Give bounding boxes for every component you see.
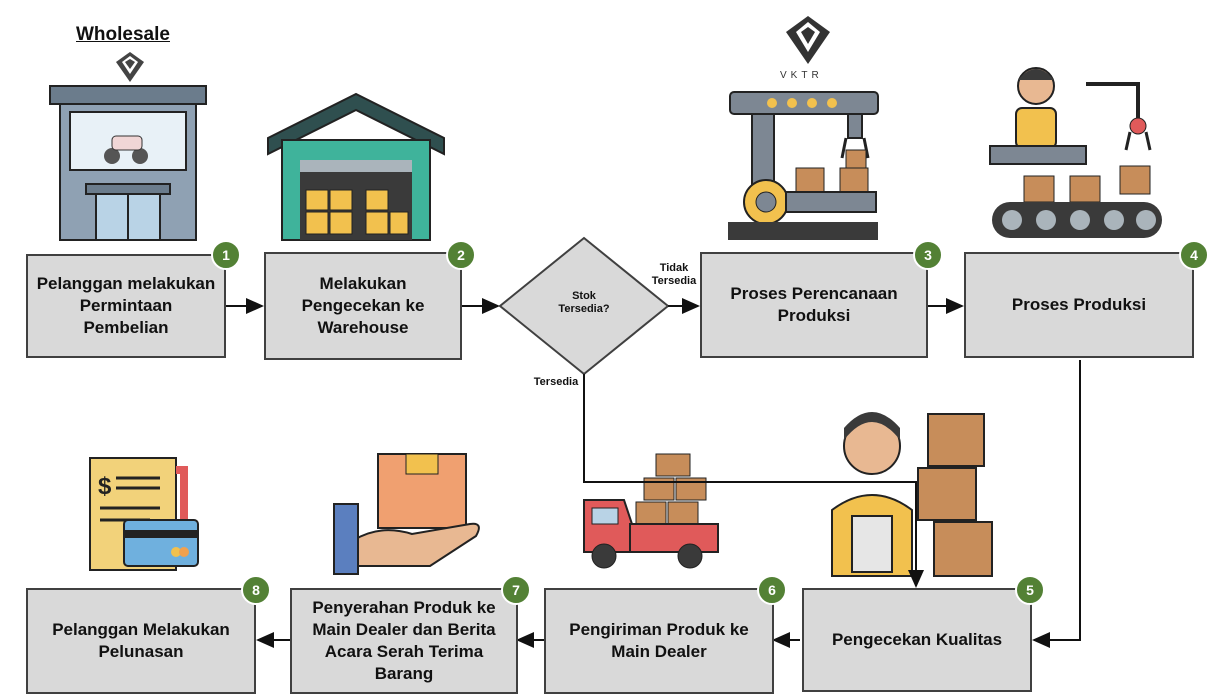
- step-badge-3: 3: [913, 240, 943, 270]
- step-box-7: Penyerahan Produk ke Main Dealer dan Ber…: [290, 588, 518, 694]
- step-box-5: Pengecekan Kualitas: [802, 588, 1032, 692]
- delivery-truck-icon: [583, 453, 719, 569]
- warehouse-icon: [267, 92, 445, 241]
- vktr-logo-icon: [116, 52, 144, 82]
- diagram-title: Wholesale: [76, 24, 170, 45]
- vktr-logo-icon: [786, 16, 830, 64]
- inspector-icon: [831, 412, 993, 577]
- step-box-8: Pelanggan Melakukan Pelunasan: [26, 588, 256, 694]
- connectors: [226, 298, 1081, 648]
- step-badge-4: 4: [1179, 240, 1209, 270]
- step-badge-2: 2: [446, 240, 476, 270]
- step-box-3: Proses Perencanaan Produksi: [700, 252, 928, 358]
- brand-text: VKTR: [780, 70, 823, 81]
- step-badge-1: 1: [211, 240, 241, 270]
- svg-text:$: $: [98, 473, 112, 500]
- hand-package-icon: [333, 453, 480, 575]
- production-line-icon: [989, 67, 1162, 238]
- decision-label: Stok Tersedia?: [558, 290, 610, 315]
- robot-arm-icon: [728, 91, 879, 240]
- store-icon: [49, 85, 207, 241]
- step-badge-8: 8: [241, 575, 271, 605]
- decision-no-label: Tidak Tersedia: [651, 262, 697, 287]
- invoice-card-icon: $: [89, 457, 199, 571]
- step-badge-5: 5: [1015, 575, 1045, 605]
- step-badge-7: 7: [501, 575, 531, 605]
- step-box-4: Proses Produksi: [964, 252, 1194, 358]
- step-box-6: Pengiriman Produk ke Main Dealer: [544, 588, 774, 694]
- step-box-1: Pelanggan melakukan Permintaan Pembelian: [26, 254, 226, 358]
- step-box-2: Melakukan Pengecekan ke Warehouse: [264, 252, 462, 360]
- step-badge-6: 6: [757, 575, 787, 605]
- decision-yes-label: Tersedia: [533, 376, 579, 388]
